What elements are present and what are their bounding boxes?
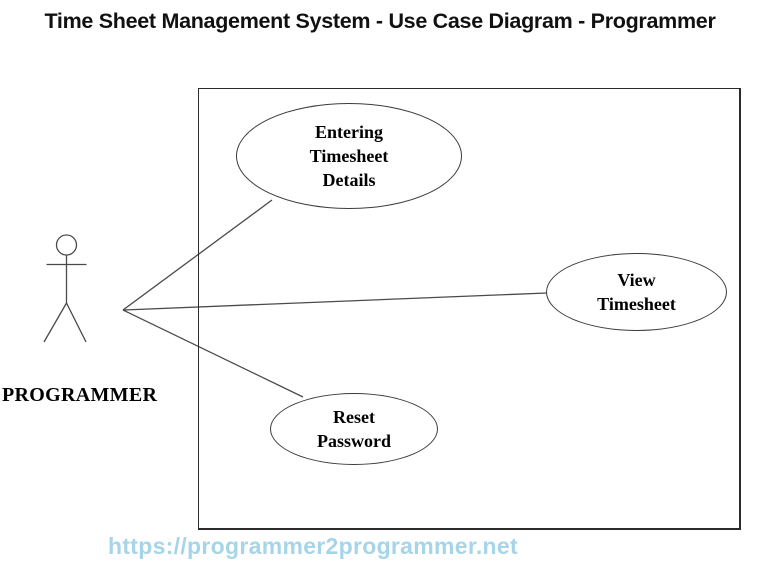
association-lines [122, 199, 548, 398]
use-case-entering-timesheet-details: Entering Timesheet Details [236, 103, 462, 209]
actor-left-leg [43, 302, 68, 343]
use-case-label: View Timesheet [597, 269, 676, 314]
use-case-label: Reset Password [316, 406, 391, 451]
actor-figure [43, 234, 87, 343]
association-programmer-entering-timesheet [122, 199, 273, 311]
association-programmer-view-timesheet [122, 292, 548, 311]
actor-head [55, 234, 78, 256]
use-case-label: Entering Timesheet Details [309, 121, 389, 191]
system-boundary [198, 88, 741, 530]
use-case-view-timesheet: View Timesheet [546, 253, 727, 331]
diagram-title: Time Sheet Management System - Use Case … [44, 9, 716, 33]
actor-label: PROGRAMMER [2, 384, 158, 406]
actor-right-leg [65, 302, 87, 343]
footer-watermark-url: https://programmer2programmer.net [108, 533, 518, 559]
association-programmer-reset-password [122, 309, 304, 398]
use-case-reset-password: Reset Password [270, 393, 438, 465]
